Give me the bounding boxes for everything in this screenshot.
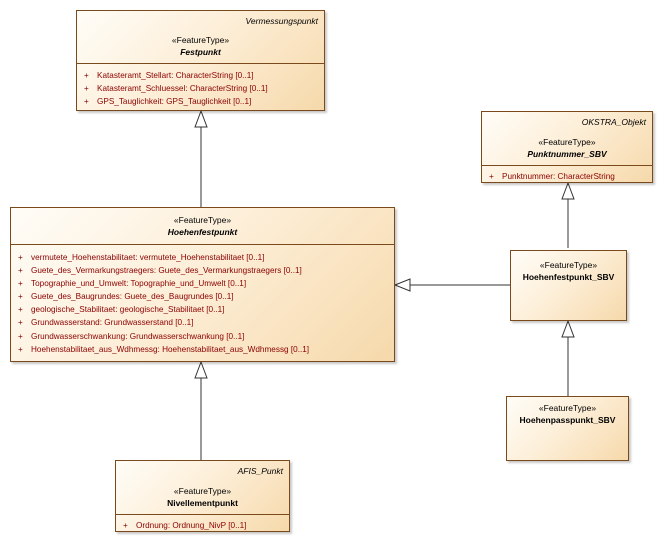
class-name: Hoehenfestpunkt_SBV (522, 272, 615, 282)
attribute-row: + Guete_des_Baugrundes: Guete_des_Baugru… (11, 290, 394, 303)
attribute-text: geologische_Stabilitaet: geologische_Sta… (31, 305, 225, 315)
attribute-text: Punktnummer: CharacterString (502, 172, 615, 181)
visibility-marker: + (84, 97, 89, 107)
attribute-text: Guete_des_Baugrundes: Guete_des_Baugrund… (31, 292, 234, 302)
attribute-compartment: + vermutete_Hoehenstabilitaet: vermutete… (11, 244, 394, 356)
attribute-compartment: + Katasteramt_Stellart: CharacterString … (77, 63, 324, 108)
visibility-marker: + (123, 521, 128, 530)
visibility-marker: + (18, 331, 23, 341)
class-hoehenpasspunkt-sbv[interactable]: «FeatureType» Hoehenpasspunkt_SBV (506, 396, 629, 461)
attribute-row: + Ordnung: Ordnung_NivP [0..1] (116, 519, 289, 532)
attribute-row: + Grundwasserstand: Grundwasserstand [0.… (11, 316, 394, 329)
attribute-compartment: + Punktnummer: CharacterString (482, 165, 652, 183)
class-name: Hoehenpasspunkt_SBV (519, 415, 616, 425)
class-hoehenfestpunkt[interactable]: «FeatureType» Hoehenfestpunkt + vermutet… (10, 207, 395, 362)
generalization-arrowhead (393, 278, 411, 292)
generalization-arrowhead (561, 319, 575, 338)
class-festpunkt[interactable]: Vermessungspunkt «FeatureType» Festpunkt… (76, 10, 325, 111)
class-nivellementpunkt[interactable]: AFIS_Punkt «FeatureType» Nivellementpunk… (115, 460, 290, 532)
attribute-row: + Guete_des_Vermarkungstraegers: Guete_d… (11, 264, 394, 277)
class-name: Hoehenfestpunkt (167, 227, 238, 237)
attribute-row: + Katasteramt_Schluessel: CharacterStrin… (77, 82, 324, 95)
attribute-compartment: + Ordnung: Ordnung_NivP [0..1] (116, 514, 289, 532)
attribute-text: Guete_des_Vermarkungstraegers: Guete_des… (31, 266, 302, 276)
stereotype-label: «FeatureType» (538, 403, 597, 413)
class-punktnummer-sbv[interactable]: OKSTRA_Objekt «FeatureType» Punktnummer_… (481, 111, 653, 183)
visibility-marker: + (18, 318, 23, 328)
attribute-text: Grundwasserstand: Grundwasserstand [0..1… (31, 318, 194, 328)
attribute-row: + Punktnummer: CharacterString (482, 170, 652, 183)
stereotype-label: «FeatureType» (171, 35, 230, 45)
attribute-text: Hoehenstabilitaet_aus_Wdhmessg: Hoehenst… (31, 344, 310, 354)
visibility-marker: + (84, 71, 89, 80)
attribute-text: Topographie_und_Umwelt: Topographie_und_… (31, 279, 247, 289)
parent-class-label: AFIS_Punkt (237, 466, 283, 476)
attribute-row: + vermutete_Hoehenstabilitaet: vermutete… (11, 251, 394, 264)
visibility-marker: + (84, 84, 89, 94)
parent-class-label: OKSTRA_Objekt (581, 117, 646, 127)
attribute-text: Katasteramt_Stellart: CharacterString [0… (97, 71, 254, 80)
parent-class-label: Vermessungspunkt (245, 16, 318, 26)
attribute-text: Grundwasserschwankung: Grundwasserschwan… (31, 331, 245, 341)
stereotype-label: «FeatureType» (539, 260, 598, 270)
attribute-text: Katasteramt_Schluessel: CharacterString … (97, 84, 268, 94)
generalization-arrowhead (194, 109, 208, 128)
visibility-marker: + (18, 344, 23, 354)
attribute-text: Ordnung: Ordnung_NivP [0..1] (136, 521, 247, 530)
generalization-arrowhead (194, 360, 208, 379)
attribute-row: + Katasteramt_Stellart: CharacterString … (77, 69, 324, 82)
attribute-row: + GPS_Tauglichkeit: GPS_Tauglichkeit [0.… (77, 95, 324, 108)
visibility-marker: + (18, 279, 23, 289)
stereotype-label: «FeatureType» (173, 215, 232, 225)
class-hoehenfestpunkt-sbv[interactable]: «FeatureType» Hoehenfestpunkt_SBV (510, 250, 627, 321)
visibility-marker: + (18, 253, 23, 262)
class-name: Nivellementpunkt (167, 498, 238, 508)
attribute-row: + Topographie_und_Umwelt: Topographie_un… (11, 277, 394, 290)
attribute-text: vermutete_Hoehenstabilitaet: vermutete_H… (31, 253, 265, 262)
stereotype-label: «FeatureType» (538, 137, 596, 147)
class-name: Festpunkt (180, 47, 221, 57)
attribute-text: GPS_Tauglichkeit: GPS_Tauglichkeit [0..1… (97, 97, 252, 107)
generalization-arrowhead (561, 181, 575, 200)
stereotype-label: «FeatureType» (173, 486, 232, 496)
class-name: Punktnummer_SBV (527, 149, 607, 159)
visibility-marker: + (18, 305, 23, 315)
attribute-row: + Grundwasserschwankung: Grundwasserschw… (11, 330, 394, 343)
attribute-row: + geologische_Stabilitaet: geologische_S… (11, 303, 394, 316)
visibility-marker: + (18, 292, 23, 302)
visibility-marker: + (489, 172, 494, 181)
visibility-marker: + (18, 266, 23, 276)
attribute-row: + Hoehenstabilitaet_aus_Wdhmessg: Hoehen… (11, 343, 394, 356)
